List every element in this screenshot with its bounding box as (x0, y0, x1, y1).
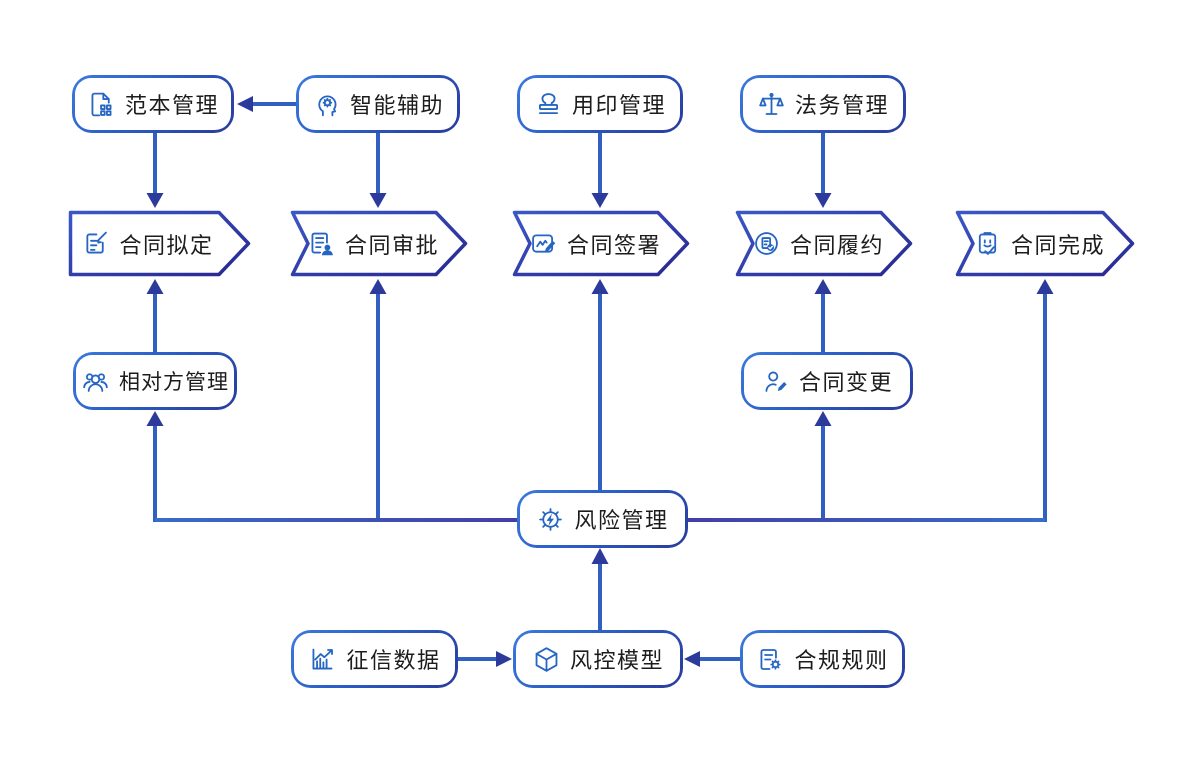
node-label: 相对方管理 (119, 371, 229, 394)
document-check-icon (752, 229, 781, 258)
node-counterparty-management: 相对方管理 (73, 352, 237, 410)
node-label: 风险管理 (574, 508, 669, 533)
node-label: 合同完成 (1011, 232, 1106, 258)
node-label: 合同签署 (567, 232, 662, 258)
node-contract-change: 合同变更 (741, 352, 913, 410)
signature-icon (529, 229, 558, 258)
node-label: 法务管理 (794, 93, 889, 118)
node-label: 征信数据 (346, 648, 441, 673)
ai-head-icon (312, 90, 341, 119)
node-contract-performance: 合同履约 (735, 210, 913, 277)
chart-icon (308, 645, 337, 674)
gear-lightning-icon (536, 505, 565, 534)
document-edit-icon (81, 229, 110, 258)
node-contract-signing: 合同签署 (512, 210, 690, 277)
node-label: 用印管理 (571, 93, 666, 118)
node-label: 合同拟定 (119, 232, 214, 258)
node-label: 范本管理 (124, 93, 219, 118)
document-gear-icon (756, 645, 785, 674)
stamp-icon (534, 90, 563, 119)
node-label: 智能辅助 (349, 93, 444, 118)
node-contract-completion: 合同完成 (955, 210, 1135, 277)
scales-icon (757, 90, 786, 119)
node-credit-data: 征信数据 (291, 630, 458, 688)
people-icon (81, 367, 110, 396)
node-contract-drafting: 合同拟定 (68, 210, 251, 277)
node-label: 合同变更 (798, 370, 893, 395)
node-risk-model: 风控模型 (513, 630, 683, 688)
node-ai-assist: 智能辅助 (296, 75, 460, 133)
node-label: 合同审批 (345, 232, 440, 258)
node-label: 合同履约 (790, 232, 885, 258)
document-person-icon (307, 229, 336, 258)
arrowheads (146, 96, 1054, 667)
node-risk-management: 风险管理 (517, 490, 688, 548)
node-legal-management: 法务管理 (740, 75, 906, 133)
document-template-icon (87, 90, 116, 119)
cube-icon (532, 645, 561, 674)
node-label: 风控模型 (569, 648, 664, 673)
node-seal-management: 用印管理 (517, 75, 683, 133)
node-compliance-rules: 合规规则 (740, 630, 905, 688)
node-template-management: 范本管理 (72, 75, 234, 133)
clipboard-smile-icon (973, 229, 1002, 258)
node-label: 合规规则 (794, 648, 889, 673)
person-edit-icon (761, 367, 790, 396)
node-contract-approval: 合同审批 (290, 210, 468, 277)
